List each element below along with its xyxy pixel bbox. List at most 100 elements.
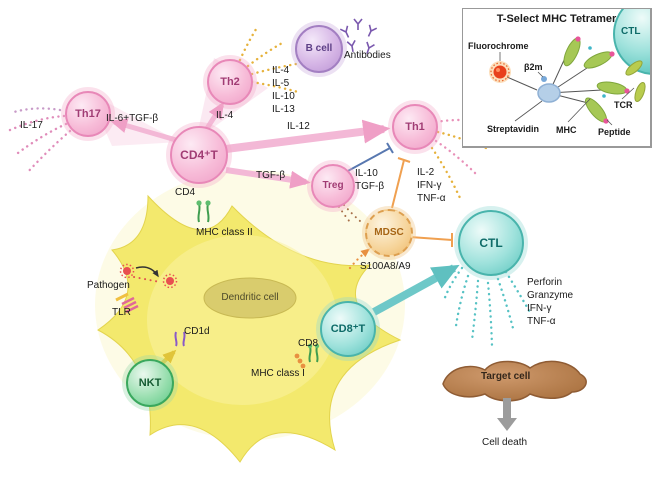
s100a8-a9-label: S100A8/A9 bbox=[360, 261, 411, 272]
tlr-label: TLR bbox=[112, 307, 131, 318]
th2-cytokine-list: IL-4 IL-5 IL-10 IL-13 bbox=[272, 64, 295, 116]
ctl-cytokine-ifng: IFN-γ bbox=[527, 303, 552, 314]
ctl-cytokine-granzyme: Granzyme bbox=[527, 290, 574, 301]
tcr-icon-2 bbox=[634, 82, 646, 102]
streptavidin-icon bbox=[537, 83, 561, 103]
il12-label: IL-12 bbox=[287, 121, 310, 132]
ctl-cytokine-perforin: Perforin bbox=[527, 277, 563, 288]
antibody-icons bbox=[339, 18, 378, 54]
arrow-cd4t-to-th1 bbox=[225, 119, 391, 153]
pathogen-label: Pathogen bbox=[87, 280, 130, 291]
mhc-class-ii-label: MHC class II bbox=[196, 227, 253, 238]
th1-cytokine-ifng: IFN-γ bbox=[417, 180, 442, 191]
th2-cytokine-il5: IL-5 bbox=[272, 78, 290, 89]
interaction-arrows bbox=[110, 101, 460, 370]
peptide-label: Peptide bbox=[598, 127, 631, 137]
treg-cytokine-tgfb: TGF-β bbox=[355, 181, 385, 192]
fluorochrome-icon bbox=[489, 61, 511, 83]
inhibit-treg-to-th1 bbox=[345, 142, 394, 173]
cd1d-receptor-icon bbox=[174, 331, 186, 347]
th1-cytokine-list: IL-2 IFN-γ TNF-α bbox=[417, 166, 446, 205]
inset-title: T-Select MHC Tetramer bbox=[496, 13, 617, 25]
il17-particles bbox=[8, 114, 72, 176]
nkt-cell: NKT bbox=[126, 359, 174, 407]
th17-label: Th17 bbox=[75, 107, 101, 120]
arrow-pathogen-uptake bbox=[135, 266, 159, 278]
cd4-t-label: CD4⁺T bbox=[180, 148, 218, 162]
th1-cell: Th1 bbox=[392, 104, 438, 150]
b-cell-label: B cell bbox=[305, 43, 333, 54]
peptide-dot bbox=[603, 118, 609, 124]
treg-label: Treg bbox=[322, 180, 344, 191]
nkt-label: NKT bbox=[138, 376, 162, 389]
arrow-cd4t-to-treg bbox=[225, 167, 311, 189]
th1-cytokine-tnfa: TNF-α bbox=[417, 193, 446, 204]
th2-cell: Th2 bbox=[207, 59, 253, 105]
th2-cytokine-il10: IL-10 bbox=[272, 91, 295, 102]
th1-cytokine-il2: IL-2 bbox=[417, 167, 435, 178]
th2-label: Th2 bbox=[220, 75, 240, 88]
arrow-cd8t-to-ctl bbox=[372, 264, 460, 316]
peptide-dot bbox=[575, 36, 581, 42]
tcr-icon bbox=[625, 60, 643, 76]
target-cell-label: Target cell bbox=[481, 371, 531, 382]
ctl-cytokine-list: Perforin Granzyme IFN-γ TNF-α bbox=[527, 276, 573, 328]
b2m-icon bbox=[541, 76, 547, 82]
dendritic-cell-shape bbox=[95, 170, 405, 463]
mhc-label: MHC bbox=[556, 125, 577, 135]
mdsc-label: MDSC bbox=[374, 227, 404, 238]
arrow-cd4t-to-th2 bbox=[203, 101, 225, 132]
receptor-glyphs bbox=[115, 18, 378, 369]
cd8-label: CD8 bbox=[298, 338, 319, 349]
tgfb-arrow-label: TGF-β bbox=[256, 170, 286, 181]
dendritic-nucleus bbox=[203, 277, 297, 319]
th17-cell: Th17 bbox=[65, 91, 111, 137]
treg-cytokine-il10: IL-10 bbox=[355, 168, 378, 179]
peptide-dot bbox=[609, 51, 615, 57]
b2m-label: β2m bbox=[524, 62, 543, 72]
tcr-label: TCR bbox=[614, 100, 633, 110]
th2-cytokine-il13: IL-13 bbox=[272, 104, 295, 115]
cell-death-label: Cell death bbox=[482, 437, 528, 448]
mhc-class-i-receptor-icon bbox=[294, 353, 306, 369]
inset-ctl-cell bbox=[613, 9, 650, 75]
fluorochrome-label: Fluorochrome bbox=[468, 41, 529, 51]
mhc-class-ii-receptor-icon bbox=[196, 200, 211, 223]
treg-cell: Treg bbox=[311, 164, 355, 208]
cd8-t-label: CD8⁺T bbox=[330, 322, 366, 335]
tetramer-inset-graphics bbox=[462, 8, 651, 147]
inhibit-mdsc-to-th1 bbox=[391, 157, 411, 209]
cd4-t-cell: CD4⁺T bbox=[170, 126, 228, 184]
cytokine-particle-sprays bbox=[8, 24, 533, 348]
ctl-cell: CTL bbox=[458, 210, 524, 276]
tlr-icon bbox=[115, 292, 139, 314]
ctl-label: CTL bbox=[479, 236, 503, 250]
treg-cytokine-list: IL-10 TGF-β bbox=[355, 167, 384, 193]
arrow-cd4t-to-th17 bbox=[110, 118, 177, 143]
cd4-label: CD4 bbox=[175, 187, 196, 198]
th2-cytokine-particles bbox=[238, 24, 300, 94]
pathogen-trail bbox=[133, 276, 161, 283]
inset-ctl-label: CTL bbox=[621, 26, 641, 37]
th2-cytokine-il4: IL-4 bbox=[272, 65, 290, 76]
cd8-receptor-icon bbox=[307, 343, 320, 363]
b-cell: B cell bbox=[295, 25, 343, 73]
cd1d-label: CD1d bbox=[184, 326, 210, 337]
mhc-class-i-label: MHC class I bbox=[251, 368, 305, 379]
th1-label: Th1 bbox=[405, 120, 425, 133]
il4-arrow-label: IL-4 bbox=[216, 110, 234, 121]
treg-cytokine-particles bbox=[335, 201, 361, 223]
cd8-t-cell: CD8⁺T bbox=[320, 301, 376, 357]
ctl-cytokine-tnfa: TNF-α bbox=[527, 316, 556, 327]
il17-label: IL-17 bbox=[20, 120, 43, 131]
target-cell-shape bbox=[442, 360, 587, 402]
il17-particles-2 bbox=[12, 107, 62, 114]
inset-pointer-lines bbox=[499, 52, 635, 126]
ctl-cytokine-particles bbox=[442, 266, 533, 348]
cell-death-arrow bbox=[497, 398, 517, 431]
il6-tgfb-label: IL-6+TGF-β bbox=[106, 113, 159, 124]
mdsc-cell: MDSC bbox=[365, 209, 413, 257]
peptide-dot bbox=[624, 88, 630, 94]
antibodies-label: Antibodies bbox=[344, 50, 391, 61]
